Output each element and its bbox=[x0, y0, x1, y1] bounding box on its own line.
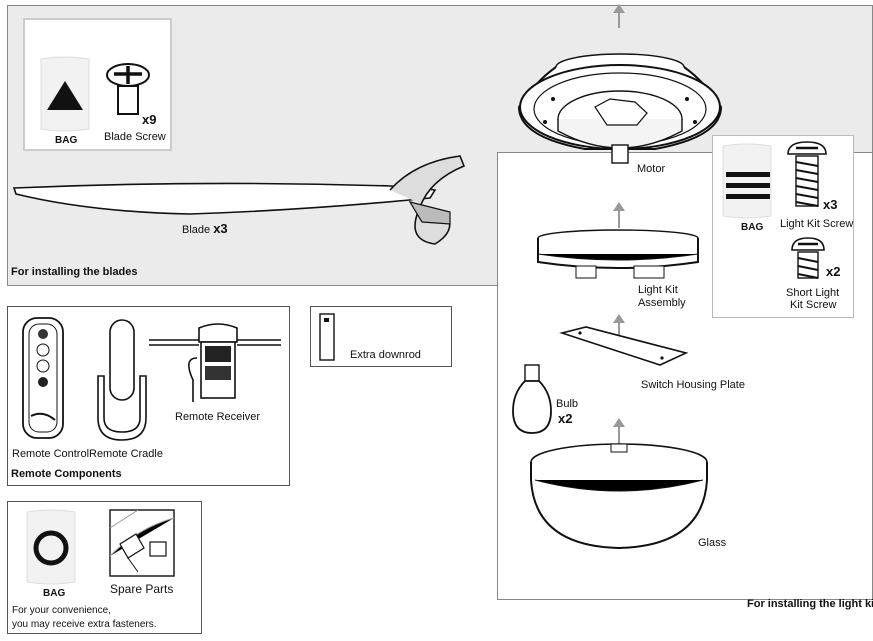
light-kit-panel-caption: For installing the light kit bbox=[747, 598, 873, 610]
switch-plate-label: Switch Housing Plate bbox=[641, 379, 745, 391]
remote-control-icon bbox=[22, 317, 64, 439]
remote-receiver-label: Remote Receiver bbox=[175, 411, 260, 423]
remote-cradle-label: Remote Cradle bbox=[89, 448, 163, 460]
switch-housing-plate-icon bbox=[559, 326, 689, 366]
bulb-qty: x2 bbox=[558, 411, 573, 426]
bag-icon bbox=[40, 56, 90, 132]
light-kit-screw-qty: x3 bbox=[823, 197, 838, 212]
spare-parts-icon bbox=[109, 509, 175, 577]
short-light-kit-screw-icon bbox=[791, 237, 825, 279]
bulb-icon bbox=[512, 364, 552, 434]
blade-screw-label: Blade Screw bbox=[104, 131, 166, 143]
light-kit-screw-icon bbox=[787, 141, 827, 207]
up-arrow-icon bbox=[613, 4, 625, 28]
blade-qty: x3 bbox=[213, 221, 228, 236]
bag-icon bbox=[26, 509, 76, 585]
glass-icon bbox=[530, 443, 708, 550]
up-arrow-icon bbox=[613, 418, 625, 446]
bag-icon bbox=[722, 143, 772, 219]
glass-label: Glass bbox=[698, 537, 727, 549]
short-light-kit-screw-qty: x2 bbox=[826, 264, 841, 279]
spare-bag-label: BAG bbox=[43, 588, 66, 599]
blade-screw-icon bbox=[106, 63, 150, 115]
motor-label: Motor bbox=[637, 163, 666, 175]
light-kit-screw-label: Light Kit Screw bbox=[780, 218, 854, 230]
blade-screw-qty: x9 bbox=[142, 112, 157, 127]
spare-parts-label: Spare Parts bbox=[110, 582, 174, 596]
spare-note-line-2: you may receive extra fasteners. bbox=[12, 619, 157, 630]
blades-panel-caption: For installing the blades bbox=[11, 266, 138, 278]
motor-icon bbox=[517, 53, 723, 164]
extra-downrod-label: Extra downrod bbox=[350, 349, 421, 361]
short-screw-label-2: Kit Screw bbox=[790, 299, 837, 311]
blade-label: Blade x3 bbox=[182, 221, 228, 236]
blade-icon bbox=[12, 155, 466, 245]
up-arrow-icon bbox=[613, 202, 625, 228]
light-kit-assembly-icon bbox=[537, 229, 699, 279]
remote-cradle-icon bbox=[97, 319, 147, 441]
light-kit-label-1: Light Kit bbox=[638, 284, 678, 296]
light-kit-hardware-inset bbox=[712, 135, 854, 318]
spare-note-line-1: For your convenience, bbox=[12, 605, 111, 616]
remote-receiver-icon bbox=[149, 323, 281, 402]
light-kit-label-2: Assembly bbox=[638, 297, 686, 309]
remote-control-label: Remote Control bbox=[12, 448, 90, 460]
bag-label: BAG bbox=[55, 135, 78, 146]
downrod-icon bbox=[319, 313, 335, 361]
light-kit-bag-label: BAG bbox=[741, 222, 764, 233]
short-screw-label-1: Short Light bbox=[786, 287, 840, 299]
remote-components-caption: Remote Components bbox=[11, 468, 122, 480]
bulb-label: Bulb bbox=[556, 398, 579, 410]
